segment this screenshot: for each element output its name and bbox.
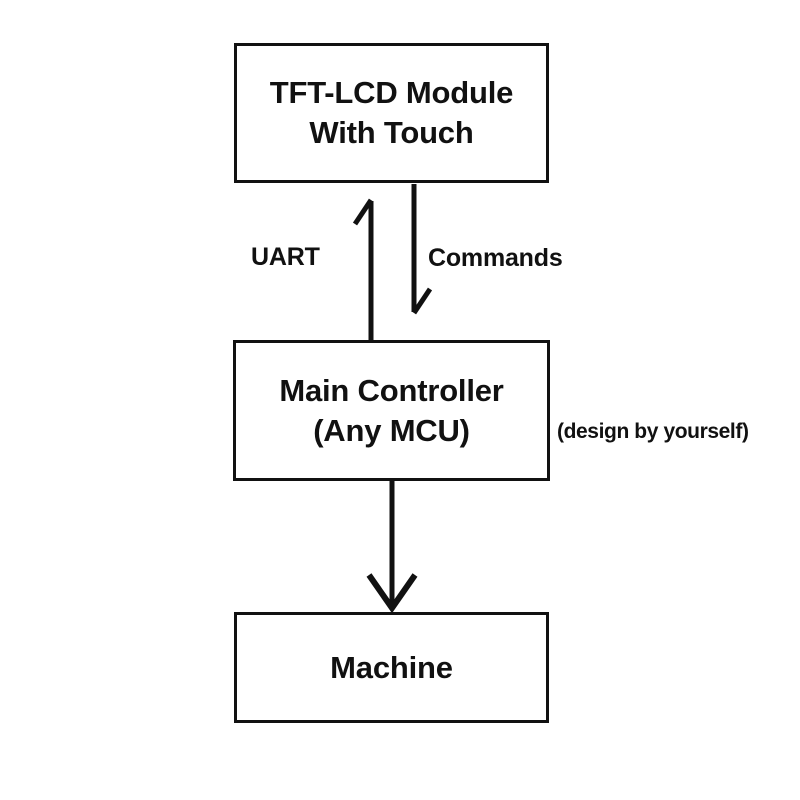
node-tft-lcd-module[interactable]: TFT-LCD Module With Touch [234,43,549,183]
node-tft-lcd-module-line-2: With Touch [309,115,474,150]
node-tft-lcd-module-line-1: TFT-LCD Module [269,75,514,111]
node-machine-line-1: Machine [330,649,453,685]
edge-label-commands: Commands [428,244,563,272]
node-main-controller-line-1: Main Controller [279,372,504,408]
node-main-controller[interactable]: Main Controller (Any MCU) [233,340,550,481]
arrow-mcu-to-machine [366,481,418,614]
arrow-uart-up [352,198,374,340]
annotation-design-by-yourself: (design by yourself) [557,420,749,443]
edge-label-uart: UART [251,243,320,271]
node-machine[interactable]: Machine [234,612,549,723]
node-main-controller-line-2: (Any MCU) [313,412,470,448]
